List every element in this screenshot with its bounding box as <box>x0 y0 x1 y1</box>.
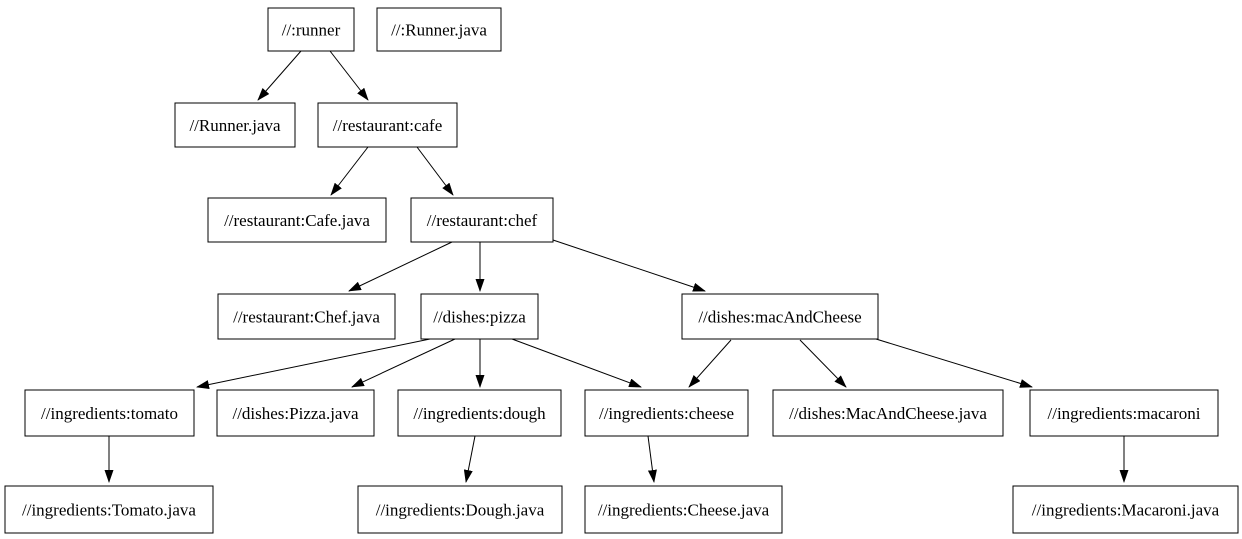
graph-node-cheese_java: //ingredients:Cheese.java <box>584 485 783 534</box>
node-label-cafe: //restaurant:cafe <box>333 116 443 135</box>
node-label-dough_java: //ingredients:Dough.java <box>376 501 545 520</box>
node-box-dough_java <box>357 485 563 534</box>
node-label-dough: //ingredients:dough <box>413 404 546 423</box>
node-label-mac: //dishes:macAndCheese <box>698 308 861 327</box>
graph-node-pizza: //dishes:pizza <box>420 293 539 340</box>
node-label-cheese_java: //ingredients:Cheese.java <box>598 501 770 520</box>
node-label-runner: //:runner <box>282 21 341 40</box>
graph-edges-layer <box>104 50 1129 483</box>
node-box-tomato_java <box>4 485 214 534</box>
graph-node-pizza_java: //dishes:Pizza.java <box>216 389 375 437</box>
edge-cafe-to-chef <box>416 146 454 196</box>
graph-node-macaroni_java: //ingredients:Macaroni.java <box>1012 485 1239 534</box>
graph-node-cheese: //ingredients:cheese <box>584 389 749 437</box>
node-box-chef <box>410 197 554 243</box>
node-box-runner_java_top <box>376 7 502 52</box>
edge-chef-to-mac <box>552 239 706 292</box>
node-box-cheese_java <box>584 485 783 534</box>
node-label-runner_java_top: //:Runner.java <box>391 21 487 40</box>
edge-mac-to-cheese <box>688 339 732 388</box>
node-label-chef: //restaurant:chef <box>427 211 538 230</box>
node-box-cheese <box>584 389 749 437</box>
edge-runner-to-runner_java <box>257 50 302 101</box>
node-box-macaroni <box>1029 389 1219 437</box>
graph-node-runner_java: //Runner.java <box>174 102 296 148</box>
graph-node-runner: //:runner <box>267 7 355 52</box>
node-box-runner <box>267 7 355 52</box>
edge-mac-to-macaroni <box>875 338 1033 388</box>
edge-dough-to-dough_java <box>463 435 476 483</box>
node-box-macaroni_java <box>1012 485 1239 534</box>
edge-mac-to-mac_java <box>799 339 847 388</box>
graph-node-dough: //ingredients:dough <box>397 389 562 437</box>
graph-node-macaroni: //ingredients:macaroni <box>1029 389 1219 437</box>
edge-pizza-to-cheese <box>511 338 642 388</box>
node-label-pizza_java: //dishes:Pizza.java <box>232 404 359 423</box>
node-box-cafe <box>317 102 458 148</box>
edge-pizza-to-tomato <box>196 338 431 389</box>
node-box-chef_java <box>217 293 396 340</box>
graph-node-mac_java: //dishes:MacAndCheese.java <box>772 389 1004 437</box>
node-box-pizza_java <box>216 389 375 437</box>
graph-node-tomato: //ingredients:tomato <box>24 389 195 437</box>
node-label-chef_java: //restaurant:Chef.java <box>233 308 380 327</box>
node-box-dough <box>397 389 562 437</box>
node-box-runner_java <box>174 102 296 148</box>
node-label-runner_java: //Runner.java <box>189 116 281 135</box>
graph-node-cafe_java: //restaurant:Cafe.java <box>207 197 387 243</box>
node-box-pizza <box>420 293 539 340</box>
graph-node-chef: //restaurant:chef <box>410 197 554 243</box>
node-label-pizza: //dishes:pizza <box>433 308 526 327</box>
node-label-macaroni_java: //ingredients:Macaroni.java <box>1032 501 1220 520</box>
node-box-cafe_java <box>207 197 387 243</box>
node-box-tomato <box>24 389 195 437</box>
graph-nodes-layer: //:runner //:Runner.java //Runner.java //re… <box>4 7 1239 534</box>
node-label-cheese: //ingredients:cheese <box>599 404 734 423</box>
node-box-mac_java <box>772 389 1004 437</box>
edge-cheese-to-cheese_java <box>647 435 657 483</box>
graph-node-runner_java_top: //:Runner.java <box>376 7 502 52</box>
edge-cafe-to-cafe_java <box>330 146 369 196</box>
node-label-macaroni: //ingredients:macaroni <box>1048 404 1201 423</box>
node-box-mac <box>681 293 879 340</box>
node-label-cafe_java: //restaurant:Cafe.java <box>224 211 370 230</box>
graph-node-cafe: //restaurant:cafe <box>317 102 458 148</box>
node-label-tomato: //ingredients:tomato <box>41 404 178 423</box>
graph-node-chef_java: //restaurant:Chef.java <box>217 293 396 340</box>
edge-runner-to-cafe <box>329 50 369 101</box>
edge-chef-to-chef_java <box>348 241 453 292</box>
graph-node-dough_java: //ingredients:Dough.java <box>357 485 563 534</box>
edge-pizza-to-pizza_java <box>351 338 456 388</box>
graph-node-mac: //dishes:macAndCheese <box>681 293 879 340</box>
node-label-tomato_java: //ingredients:Tomato.java <box>22 501 196 520</box>
node-label-mac_java: //dishes:MacAndCheese.java <box>789 404 987 423</box>
graph-node-tomato_java: //ingredients:Tomato.java <box>4 485 214 534</box>
